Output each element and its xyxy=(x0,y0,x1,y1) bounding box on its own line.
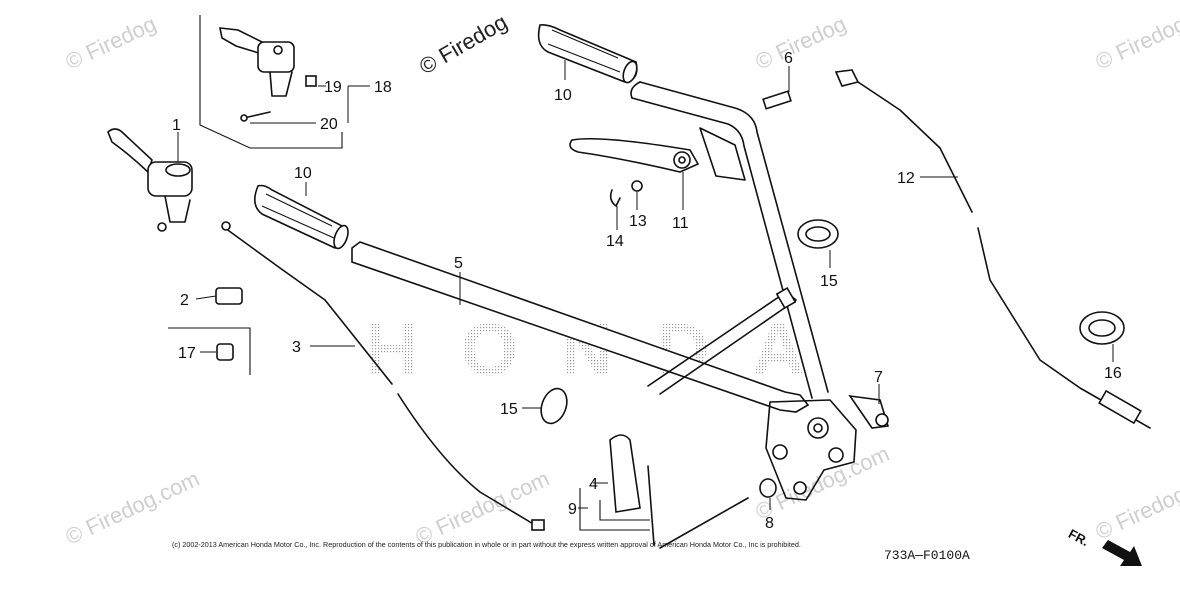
callout-11: 11 xyxy=(672,215,689,232)
callout-3: 3 xyxy=(292,339,301,356)
pivot-bracket xyxy=(848,394,890,429)
watermark-dark: © Firedog xyxy=(415,9,511,79)
callout-9: 9 xyxy=(568,501,577,518)
watermark: © Firedog xyxy=(62,11,160,75)
handle-grip-icon xyxy=(254,184,349,250)
callout-12: 12 xyxy=(897,170,915,187)
lever-assembly xyxy=(199,15,343,149)
callout-1: 1 xyxy=(172,117,181,134)
bolt xyxy=(762,90,792,110)
clamp-icon xyxy=(168,327,251,375)
arrow-icon xyxy=(1102,540,1142,566)
callouts: 1 2 3 4 5 6 7 8 9 10 10 11 12 13 14 15 1… xyxy=(172,50,1122,532)
callout-14: 14 xyxy=(606,233,624,250)
clamp-icon xyxy=(1079,311,1125,345)
callout-10a: 10 xyxy=(554,87,572,104)
brake-lever xyxy=(569,137,700,173)
callout-4: 4 xyxy=(589,476,598,493)
callout-16: 16 xyxy=(1104,365,1122,382)
handlebar xyxy=(351,81,857,501)
copyright-notice: (c) 2002-2013 American Honda Motor Co., … xyxy=(172,540,801,549)
callout-2: 2 xyxy=(180,292,189,309)
washer xyxy=(631,180,643,192)
callout-18: 18 xyxy=(374,79,392,96)
callout-19: 19 xyxy=(324,79,342,96)
watermark: © Firedog.com xyxy=(412,466,554,550)
clamp-icon xyxy=(797,219,839,249)
watermark: © Firedog.com xyxy=(62,466,204,550)
bolt xyxy=(659,478,777,549)
diagram-code: 733A—F0100A xyxy=(884,548,970,563)
handle-grip-icon xyxy=(537,24,638,84)
callout-17: 17 xyxy=(178,345,196,362)
callout-5: 5 xyxy=(454,255,463,272)
leader-lines xyxy=(177,60,1114,510)
watermark: © Firedog xyxy=(1092,481,1180,545)
grip-knob xyxy=(579,434,655,546)
callout-20: 20 xyxy=(320,116,338,133)
callout-15b: 15 xyxy=(500,401,518,418)
throttle-lever-icon xyxy=(107,128,193,232)
cable-icon xyxy=(834,69,1151,429)
watermark: © Firedog xyxy=(1092,11,1180,75)
callout-8: 8 xyxy=(765,515,774,532)
clamp-icon xyxy=(540,387,568,425)
callout-6: 6 xyxy=(784,50,793,67)
clamp-icon xyxy=(215,287,243,305)
callout-10b: 10 xyxy=(294,165,312,182)
clip xyxy=(609,189,621,207)
callout-7: 7 xyxy=(874,369,883,386)
cable-icon xyxy=(221,221,545,531)
watermark: © Firedog xyxy=(752,11,850,75)
callout-13: 13 xyxy=(629,213,647,230)
callout-15a: 15 xyxy=(820,273,838,290)
